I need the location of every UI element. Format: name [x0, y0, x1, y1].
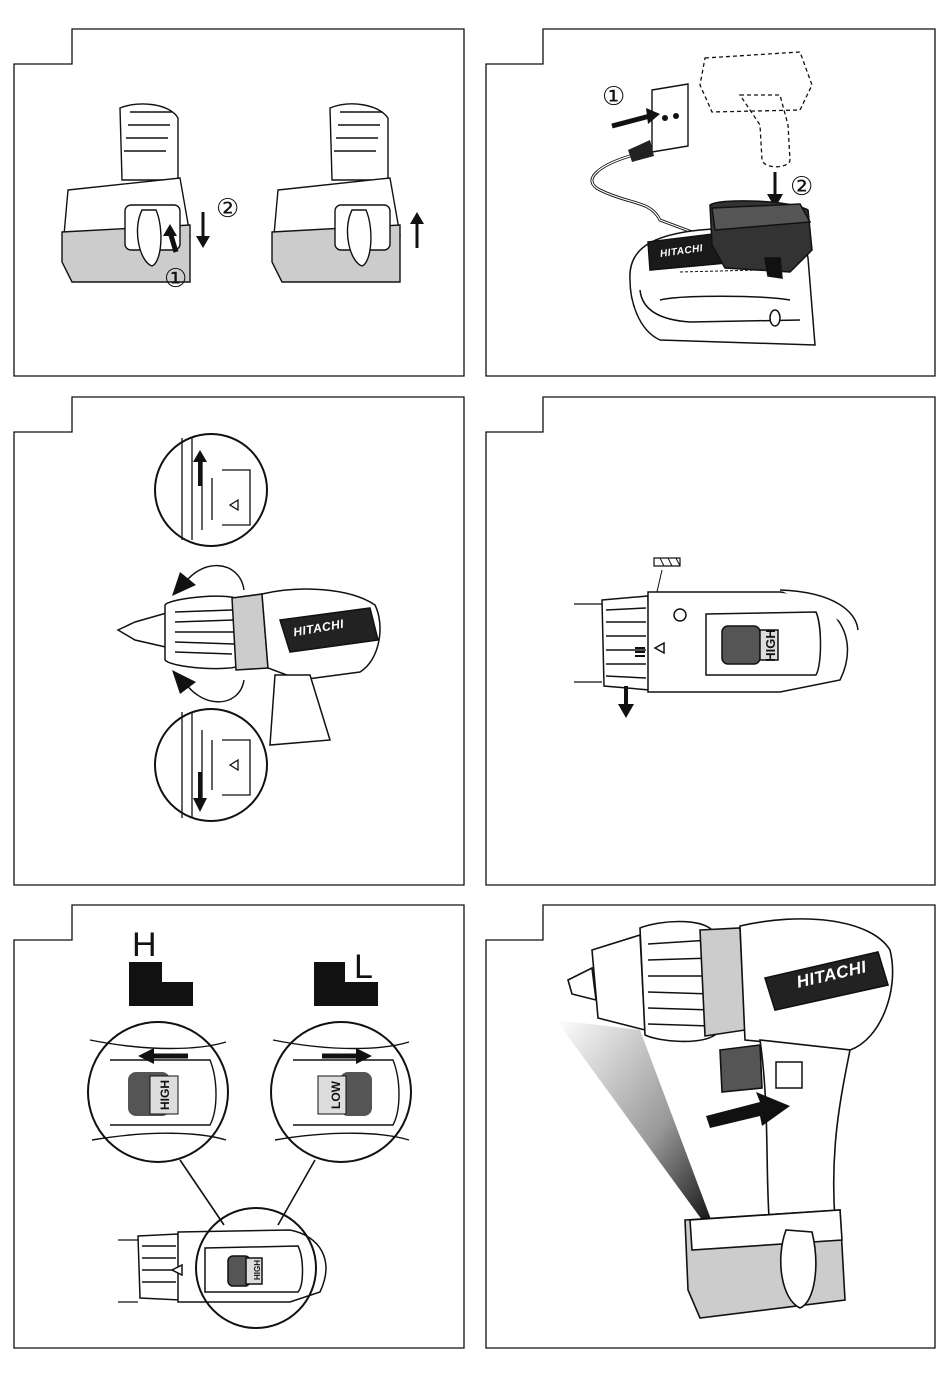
figure-panel-6: HITACHI [0, 0, 950, 1384]
trigger-light-illustration [0, 0, 950, 1384]
